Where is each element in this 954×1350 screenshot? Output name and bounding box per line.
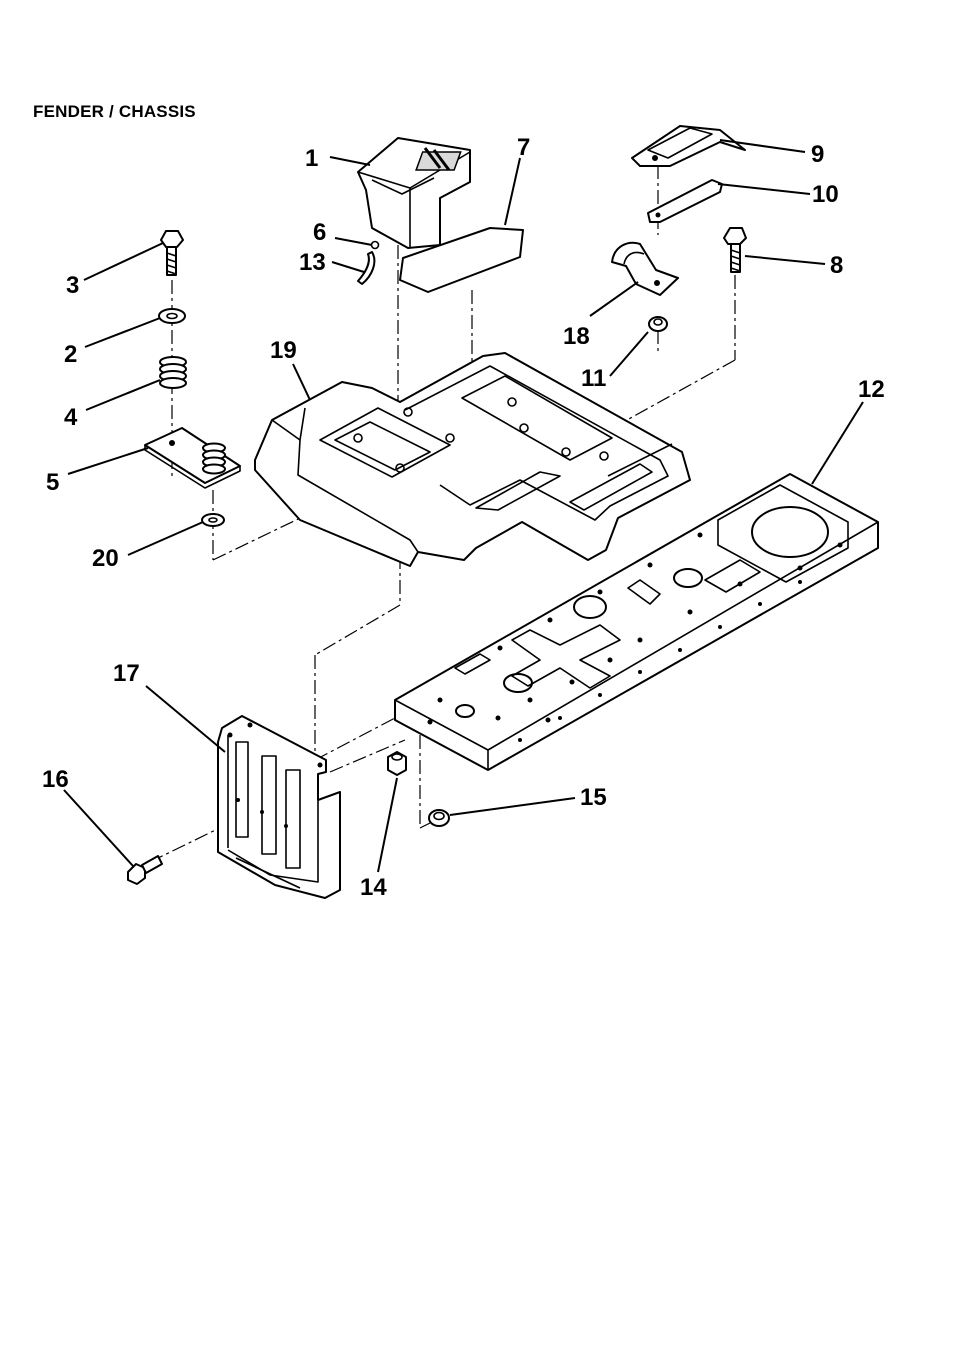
- callout-20: 20: [92, 545, 119, 572]
- callout-13: 13: [299, 249, 326, 276]
- bolt-icon: [724, 228, 746, 272]
- callout-5: 5: [46, 469, 59, 496]
- callout-12: 12: [858, 376, 885, 403]
- seat-plate-icon: [145, 428, 240, 488]
- callout-16: 16: [42, 766, 69, 793]
- washer-icon: [159, 309, 185, 323]
- nut-icon: [388, 752, 406, 775]
- washer-icon: [202, 514, 224, 526]
- callout-17: 17: [113, 660, 140, 687]
- nut-icon: [429, 810, 449, 826]
- bracket-icon: [648, 180, 722, 222]
- callout-10: 10: [812, 181, 839, 208]
- callout-7: 7: [517, 134, 530, 161]
- front-plate-icon: [218, 716, 340, 898]
- callout-11: 11: [581, 365, 606, 392]
- battery-tray-icon: [358, 138, 470, 248]
- clamp-icon: [612, 243, 678, 295]
- callout-19: 19: [270, 337, 297, 364]
- callout-14: 14: [360, 874, 387, 901]
- callout-2: 2: [64, 341, 77, 368]
- bolt-icon: [161, 231, 183, 275]
- nut-icon: [649, 317, 667, 331]
- bolt-icon: [128, 856, 162, 884]
- callout-6: 6: [313, 219, 326, 246]
- callout-4: 4: [64, 404, 78, 431]
- callout-9: 9: [811, 141, 824, 168]
- callout-8: 8: [830, 252, 843, 279]
- callout-18: 18: [563, 323, 590, 350]
- callout-1: 1: [305, 145, 318, 172]
- callout-3: 3: [66, 272, 79, 299]
- spring-icon: [160, 357, 186, 388]
- tube-icon: [358, 252, 374, 284]
- clip-icon: [372, 242, 379, 249]
- callout-15: 15: [580, 784, 607, 811]
- cover-plate-icon: [632, 126, 745, 166]
- fender-icon: [255, 353, 690, 566]
